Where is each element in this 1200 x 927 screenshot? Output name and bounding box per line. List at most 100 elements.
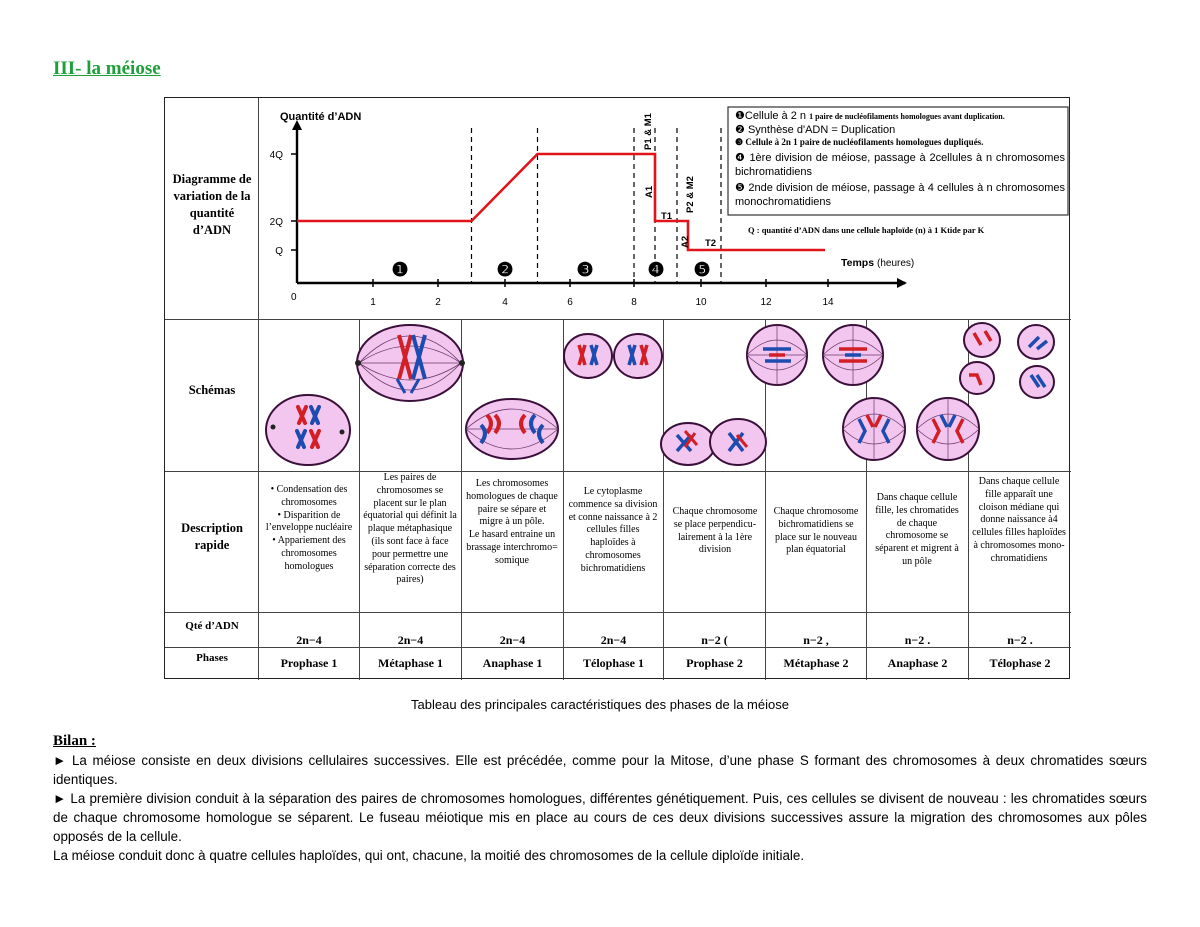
row-divider xyxy=(165,647,1071,648)
description-telophase2: Dans chaque cellule fille apparaît une c… xyxy=(971,476,1067,566)
legend-num: ❸ xyxy=(735,137,744,147)
phase-anaphase2: Anaphase 2 xyxy=(887,656,948,670)
row-label-description: Description rapide xyxy=(181,521,243,552)
step-marker: ❶ xyxy=(391,260,408,281)
description-prophase1: • Condensation des chromosomes • Dispari… xyxy=(263,484,355,574)
cell-anaphase2 xyxy=(842,397,980,461)
desc-line: • Condensation des chromosomes xyxy=(270,484,348,508)
event-label: T2 xyxy=(705,238,716,249)
qty-anaphase1: 2n−4 xyxy=(499,633,526,647)
row-label-qty: Qté d’ADN xyxy=(185,620,239,632)
desc-line: Chaque chromosome se place perpendicu-la… xyxy=(672,506,758,556)
desc-line: Le cytoplasme commence sa division et co… xyxy=(568,486,658,574)
col-divider xyxy=(258,98,259,680)
dna-quantity-line xyxy=(297,152,825,252)
legend-item-2: ❷ Synthèse d'ADN = Duplication xyxy=(735,123,895,136)
row-label-phases: Phases xyxy=(196,652,228,664)
description-metaphase1: Les paires de chromosomes se placent sur… xyxy=(363,472,457,587)
x-tick-label: 1 xyxy=(370,297,376,308)
qty-anaphase2: n−2 . xyxy=(904,633,931,647)
qty-telophase2: n−2 . xyxy=(1007,633,1033,647)
qty-telophase1: 2n−4 xyxy=(600,633,627,647)
legend-num: ❶ xyxy=(735,110,745,122)
row-label-diagram: Diagramme de variation de la quantité d’… xyxy=(172,172,252,237)
event-label: A1 xyxy=(644,185,655,198)
x-axis-label: Temps (heures) xyxy=(841,257,914,269)
col-divider xyxy=(563,319,564,680)
x-tick-label: 14 xyxy=(822,297,834,308)
x-tick-label: 10 xyxy=(695,297,707,308)
y-axis-label: Quantité d’ADN xyxy=(280,111,361,123)
legend-text: Synthèse d'ADN = Duplication xyxy=(747,124,896,136)
legend-num: ❷ xyxy=(735,124,745,136)
col-divider xyxy=(359,319,360,680)
cell-telophase1 xyxy=(563,333,663,379)
cell-anaphase1 xyxy=(465,398,559,460)
y-tick-label: Q xyxy=(275,246,283,257)
cell-prophase1 xyxy=(265,394,351,466)
cell-metaphase1 xyxy=(355,324,465,402)
step-marker: ❹ xyxy=(647,260,664,281)
phase-telophase1: Télophase 1 xyxy=(582,656,644,670)
qty-metaphase1: 2n−4 xyxy=(397,633,424,647)
cell-telophase2 xyxy=(959,322,1055,399)
desc-line: Dans chaque cellule fille, les chromatid… xyxy=(875,492,959,567)
description-anaphase1: Les chromosomes homologues de chaque pai… xyxy=(465,478,559,568)
phase-telophase2: Télophase 2 xyxy=(989,656,1051,670)
legend-item-4: ❹ 1ère division de méiose, passage à 2ce… xyxy=(735,151,1065,179)
step-marker: ❷ xyxy=(496,260,513,281)
description-telophase1: Le cytoplasme commence sa division et co… xyxy=(567,486,659,576)
chart-axes xyxy=(292,120,907,288)
legend-small: 1 paire de nucléofilaments homologues av… xyxy=(809,112,1005,121)
legend-text: Cellule à 2n 1 paire de nucléofilaments … xyxy=(745,137,984,147)
row-divider xyxy=(165,471,1071,472)
bilan-paragraph-1: ► La méiose consiste en deux divisions c… xyxy=(53,753,1147,787)
x-axis-label-unit: (heures) xyxy=(877,258,914,269)
phase-metaphase1: Métaphase 1 xyxy=(378,656,443,670)
y-axis-arrow xyxy=(292,120,302,130)
desc-line: • Disparition de l’enveloppe nucléaire xyxy=(265,509,353,534)
col-divider xyxy=(663,319,664,680)
cell-prophase2 xyxy=(660,418,767,466)
x-tick-label: 2 xyxy=(435,297,441,308)
schemas-row xyxy=(265,322,1055,466)
event-label: T1 xyxy=(661,211,673,222)
step-marker: ❸ xyxy=(576,260,593,281)
qty-prophase2: n−2 ( xyxy=(701,633,728,647)
event-label: P2 & M2 xyxy=(685,176,696,213)
dna-curve xyxy=(297,152,825,252)
phase-separators xyxy=(470,128,722,283)
col-divider xyxy=(765,319,766,680)
event-label: P1 & M1 xyxy=(643,112,654,150)
x-tick-label: 12 xyxy=(760,297,772,308)
col-divider xyxy=(461,319,462,680)
row-divider xyxy=(165,612,1071,613)
desc-line: Dans chaque cellule fille apparaît une c… xyxy=(972,476,1066,564)
legend-text: Cellule à 2 n xyxy=(744,110,807,122)
phase-prophase2: Prophase 2 xyxy=(686,656,743,670)
x-tick-label: 6 xyxy=(567,297,573,308)
chart-legend: ❶Cellule à 2 n 1 paire de nucléofilament… xyxy=(735,109,1065,219)
figure-caption: Tableau des principales caractéristiques… xyxy=(411,697,789,712)
description-anaphase2: Dans chaque cellule fille, les chromatid… xyxy=(871,492,963,569)
col-divider xyxy=(968,319,969,680)
legend-item-3: ❸ Cellule à 2n 1 paire de nucléofilament… xyxy=(735,137,983,148)
x-tick-label: 4 xyxy=(502,297,508,308)
section-title: III- la méiose xyxy=(53,58,161,79)
step-marker: ❺ xyxy=(693,260,710,281)
desc-line: • Appariement des chromosomes homologues xyxy=(272,535,346,572)
meiosis-figure: Diagramme de variation de la quantité d’… xyxy=(164,97,1071,680)
bilan-paragraph-2: ► La première division conduit à la sépa… xyxy=(53,791,1147,844)
phase-anaphase1: Anaphase 1 xyxy=(482,656,543,670)
phase-metaphase2: Métaphase 2 xyxy=(783,656,849,670)
legend-item-5: ❺ 2nde division de méiose, passage à 4 c… xyxy=(735,181,1065,209)
legend-text: 1ère division de méiose, passage à 2cell… xyxy=(735,152,1065,178)
x-axis-arrow xyxy=(897,278,907,288)
desc-line: Chaque chromosome bichromatidiens se pla… xyxy=(773,506,859,556)
y-tick-label: 4Q xyxy=(270,150,284,161)
event-label: A2 xyxy=(680,236,691,248)
row-divider xyxy=(165,319,1071,320)
